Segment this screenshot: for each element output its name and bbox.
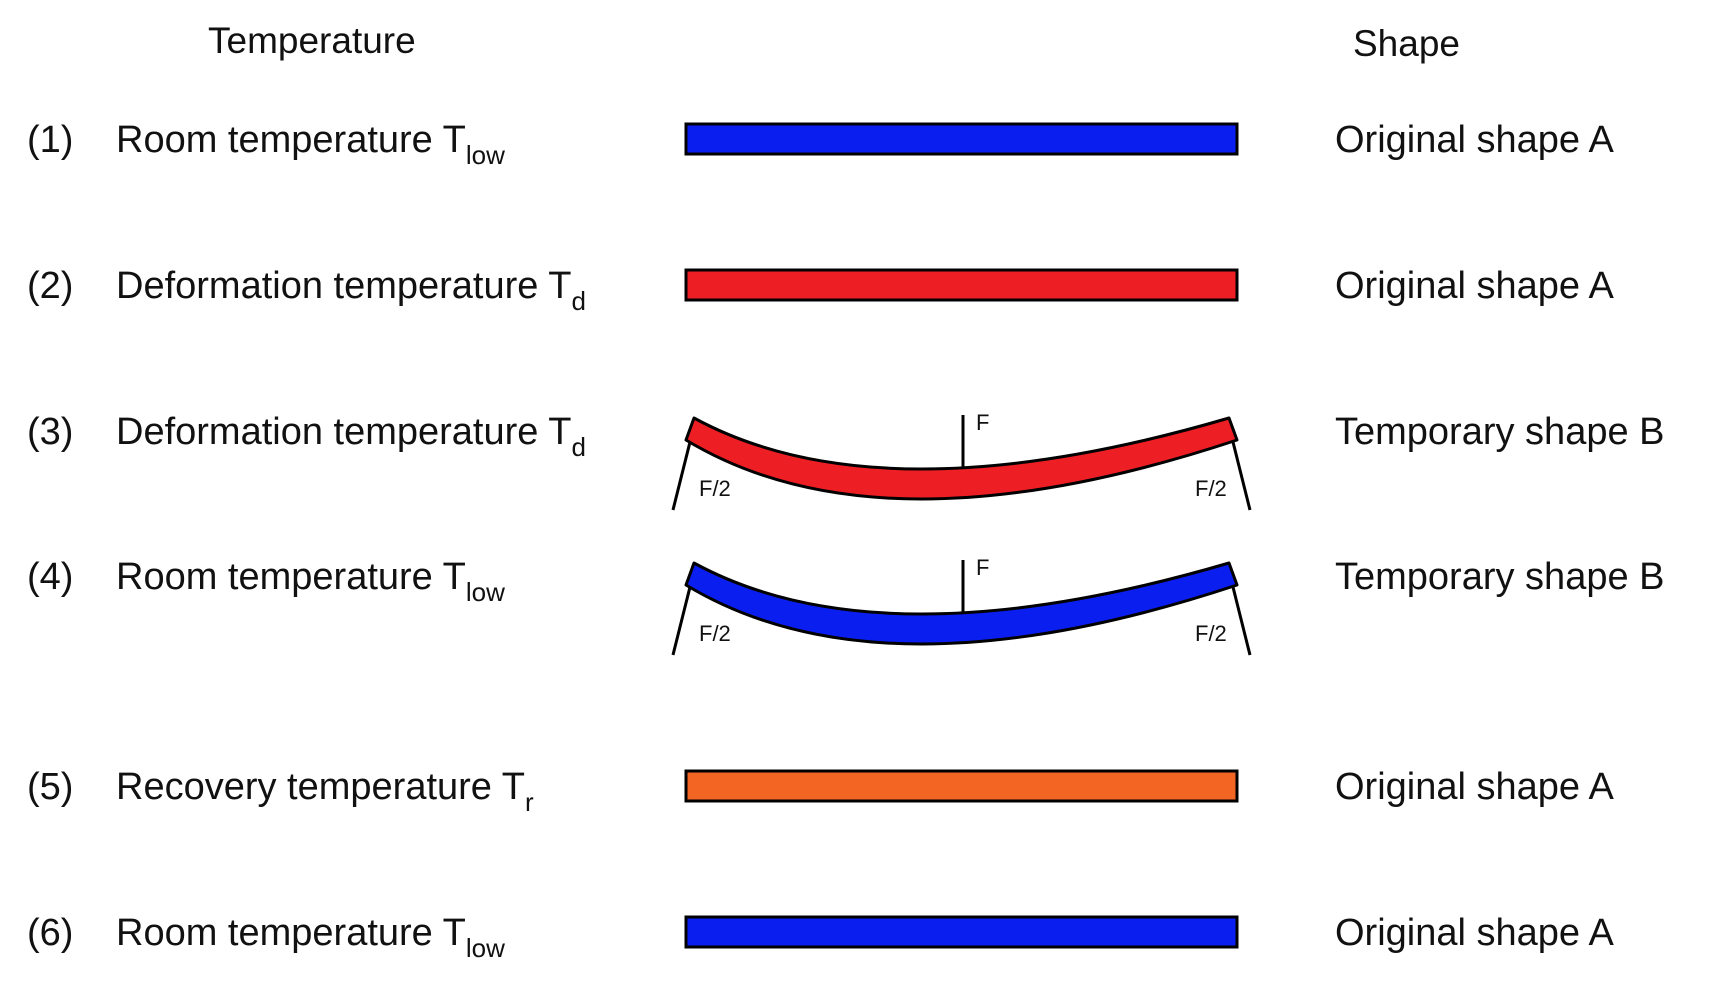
temperature-label: Room temperature Tlow bbox=[116, 119, 505, 170]
step-number: (4) bbox=[27, 556, 74, 598]
step-row-6: (6) Room temperature Tlow Original shape… bbox=[0, 903, 1709, 963]
step-row-2: (2) Deformation temperature Td Original … bbox=[0, 256, 1709, 316]
temperature-header: Temperature bbox=[208, 20, 416, 61]
straight-specimen-bar bbox=[684, 915, 1239, 949]
left-support bbox=[671, 586, 692, 656]
right-support-label: F/2 bbox=[1195, 621, 1227, 646]
temperature-subscript: low bbox=[465, 140, 505, 170]
temperature-subscript: d bbox=[571, 286, 586, 316]
temperature-label: Room temperature Tlow bbox=[116, 556, 505, 607]
shape-label: Temporary shape B bbox=[1335, 556, 1665, 598]
straight-specimen-bar bbox=[684, 769, 1239, 803]
step-row-3: (3) Deformation temperature Td Temporary… bbox=[0, 402, 1709, 462]
right-support-label: F/2 bbox=[1195, 476, 1227, 501]
straight-specimen-bar bbox=[684, 122, 1239, 156]
temperature-subscript: low bbox=[465, 933, 505, 963]
step-number: (2) bbox=[27, 265, 74, 307]
left-support-label: F/2 bbox=[699, 621, 731, 646]
bent-specimen-bar bbox=[684, 561, 1239, 646]
step-number: (1) bbox=[27, 119, 74, 161]
left-support-label: F/2 bbox=[699, 476, 731, 501]
shape-header: Shape bbox=[1353, 23, 1460, 64]
center-force-label: F bbox=[976, 410, 989, 435]
bent-specimen-bar bbox=[684, 416, 1239, 501]
step-row-1: (1) Room temperature Tlow Original shape… bbox=[0, 110, 1709, 170]
shape-label: Original shape A bbox=[1335, 119, 1614, 161]
temperature-subscript: low bbox=[465, 577, 505, 607]
step-row-4: (4) Room temperature Tlow Temporary shap… bbox=[0, 547, 1709, 607]
straight-specimen-bar bbox=[684, 268, 1239, 302]
temperature-label: Deformation temperature Td bbox=[116, 411, 586, 462]
center-force-label: F bbox=[976, 555, 989, 580]
shape-label: Original shape A bbox=[1335, 265, 1614, 307]
shape-label: Original shape A bbox=[1335, 766, 1614, 808]
shape-label: Temporary shape B bbox=[1335, 411, 1665, 453]
shape-label: Original shape A bbox=[1335, 912, 1614, 954]
step-number: (3) bbox=[27, 411, 74, 453]
right-support bbox=[1231, 441, 1252, 511]
temperature-label: Recovery temperature Tr bbox=[116, 766, 534, 817]
step-row-5: (5) Recovery temperature Tr Original sha… bbox=[0, 757, 1709, 817]
left-support bbox=[671, 441, 692, 511]
step-number: (6) bbox=[27, 912, 74, 954]
temperature-label: Deformation temperature Td bbox=[116, 265, 586, 316]
temperature-subscript: r bbox=[525, 787, 534, 817]
right-support bbox=[1231, 586, 1252, 656]
step-number: (5) bbox=[27, 766, 74, 808]
temperature-label: Room temperature Tlow bbox=[116, 912, 505, 963]
temperature-subscript: d bbox=[571, 432, 586, 462]
